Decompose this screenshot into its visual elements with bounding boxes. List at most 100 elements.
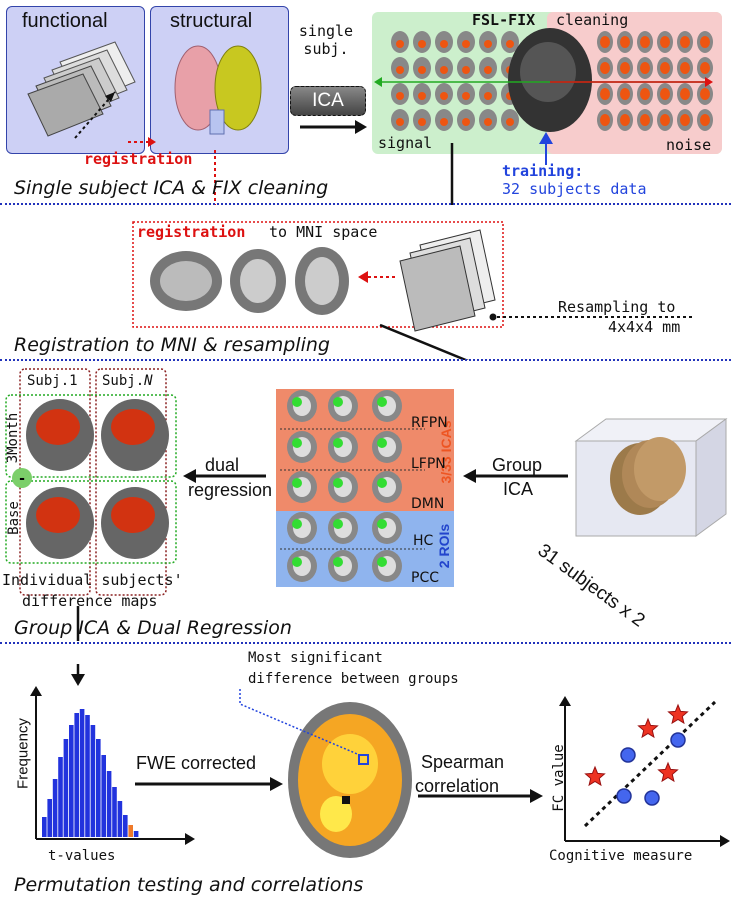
mni-axial-image: [295, 247, 349, 315]
ica-component-grid: [391, 31, 713, 131]
scatter-point-star: [584, 765, 606, 787]
ica-component-blob: [700, 114, 710, 126]
section2-title: Registration to MNI & resampling: [14, 334, 330, 356]
roi-row-rfpn: RFPN: [411, 415, 448, 431]
histogram-bar: [58, 757, 63, 837]
section1-graphics: [27, 12, 722, 205]
structural-label: structural: [170, 10, 253, 32]
group-ica-label: ICA: [503, 479, 534, 499]
month-label: 3Month: [5, 412, 21, 464]
ica-component-blob: [600, 36, 610, 48]
histogram-bar: [128, 825, 133, 837]
single-subj-label: single subj.: [298, 22, 354, 58]
histogram-bar: [63, 739, 69, 837]
roi-highlight: [377, 478, 387, 488]
section3-title: Group ICA & Dual Regression: [14, 617, 292, 639]
fsl-fix-label: FSL-FIX: [472, 11, 536, 29]
histogram-bar: [79, 709, 85, 837]
scatter-point-circle: [616, 788, 632, 804]
ica-component-blob: [640, 88, 650, 100]
ica-component-blob: [660, 88, 670, 100]
resampling-line1: Resampling to: [558, 298, 676, 316]
subjN-label: Subj.N: [102, 373, 153, 389]
noise-label: noise: [666, 136, 712, 154]
roi-highlight: [333, 557, 343, 567]
histogram: [42, 709, 139, 837]
spearman-line1: Spearman: [421, 752, 505, 772]
ica-component-blob: [620, 88, 630, 100]
fc-label: FC value: [551, 744, 567, 812]
ica-component-blob: [418, 66, 426, 74]
ica-component-blob: [418, 40, 426, 48]
section2-graphics: [132, 221, 692, 360]
ica-button[interactable]: ICA: [290, 86, 366, 116]
histogram-bar: [112, 787, 117, 837]
subj1-label: Subj.1: [27, 373, 78, 389]
ica-component-blob: [462, 66, 470, 74]
roi-row-dmn: DMN: [411, 496, 445, 512]
most-sig-line2: difference between groups: [248, 671, 459, 687]
roi-highlight: [333, 397, 343, 407]
ica-component-blob: [506, 118, 514, 126]
ica-component-blob: [660, 114, 670, 126]
scatter-point-circle: [670, 732, 686, 748]
section4-title: Permutation testing and correlations: [14, 874, 364, 896]
subjN-suffix: N: [144, 373, 153, 389]
section-divider-3: [0, 642, 731, 644]
ica-component-blob: [680, 36, 690, 48]
histogram-bar: [52, 779, 58, 837]
roi-highlight: [377, 397, 387, 407]
mni-coronal-image: [230, 249, 286, 313]
functional-volume-image: [27, 41, 136, 139]
scatter-point-circle: [620, 747, 636, 763]
histogram-bar: [47, 799, 52, 837]
resampled-volume-image: [399, 229, 496, 332]
ica-component-blob: [660, 62, 670, 74]
registration-word: registration: [137, 223, 246, 241]
most-sig-line1: Most significant: [248, 650, 383, 666]
cognitive-label: Cognitive measure: [549, 848, 693, 864]
roi-row-lfpn: LFPN: [411, 456, 446, 472]
ica-component-blob: [484, 92, 492, 100]
histogram-bar: [42, 817, 47, 837]
spearman-line2: correlation: [415, 776, 500, 796]
ica-component-blob: [660, 36, 670, 48]
scatter-point-circle: [644, 790, 660, 806]
section-divider-2: [0, 359, 731, 361]
subjN-prefix: Subj.: [102, 373, 145, 389]
mni-sagittal-image: [150, 251, 222, 311]
ica-component-blob: [396, 92, 404, 100]
ica-component-blob: [484, 66, 492, 74]
section1-title: Single subject ICA & FIX cleaning: [14, 177, 329, 199]
ica-component-blob: [418, 92, 426, 100]
training-detail: 32 subjects data: [502, 180, 647, 198]
ica-component-blob: [620, 62, 630, 74]
roi-highlight: [377, 438, 387, 448]
histogram-bar: [123, 815, 128, 837]
stat-map-image: [288, 702, 412, 858]
ica-component-blob: [680, 114, 690, 126]
ica-component-blob: [396, 118, 404, 126]
ica-component-blob: [440, 92, 448, 100]
cleaning-label: cleaning: [556, 11, 629, 29]
ica-component-blob: [680, 88, 690, 100]
signal-label: signal: [378, 134, 433, 152]
ica-component-blob: [700, 36, 710, 48]
ica-component-blob: [600, 62, 610, 74]
ica-component-blob: [418, 118, 426, 126]
roi-highlight: [292, 438, 302, 448]
roi-highlight: [377, 519, 387, 529]
tvalues-label: t-values: [48, 848, 116, 864]
ica-component-blob: [620, 114, 630, 126]
functional-label: functional: [22, 10, 108, 32]
roi-brain-thumbnails: [287, 390, 402, 582]
ica-component-blob: [640, 114, 650, 126]
to-mni-label: to MNI space: [269, 223, 378, 241]
histogram-bar: [85, 715, 90, 837]
ica-component-blob: [484, 40, 492, 48]
group-label: Group: [492, 455, 543, 475]
training-label: training:: [502, 162, 584, 180]
ica-component-blob: [440, 40, 448, 48]
ica-component-blob: [396, 40, 404, 48]
ica-component-blob: [462, 92, 470, 100]
